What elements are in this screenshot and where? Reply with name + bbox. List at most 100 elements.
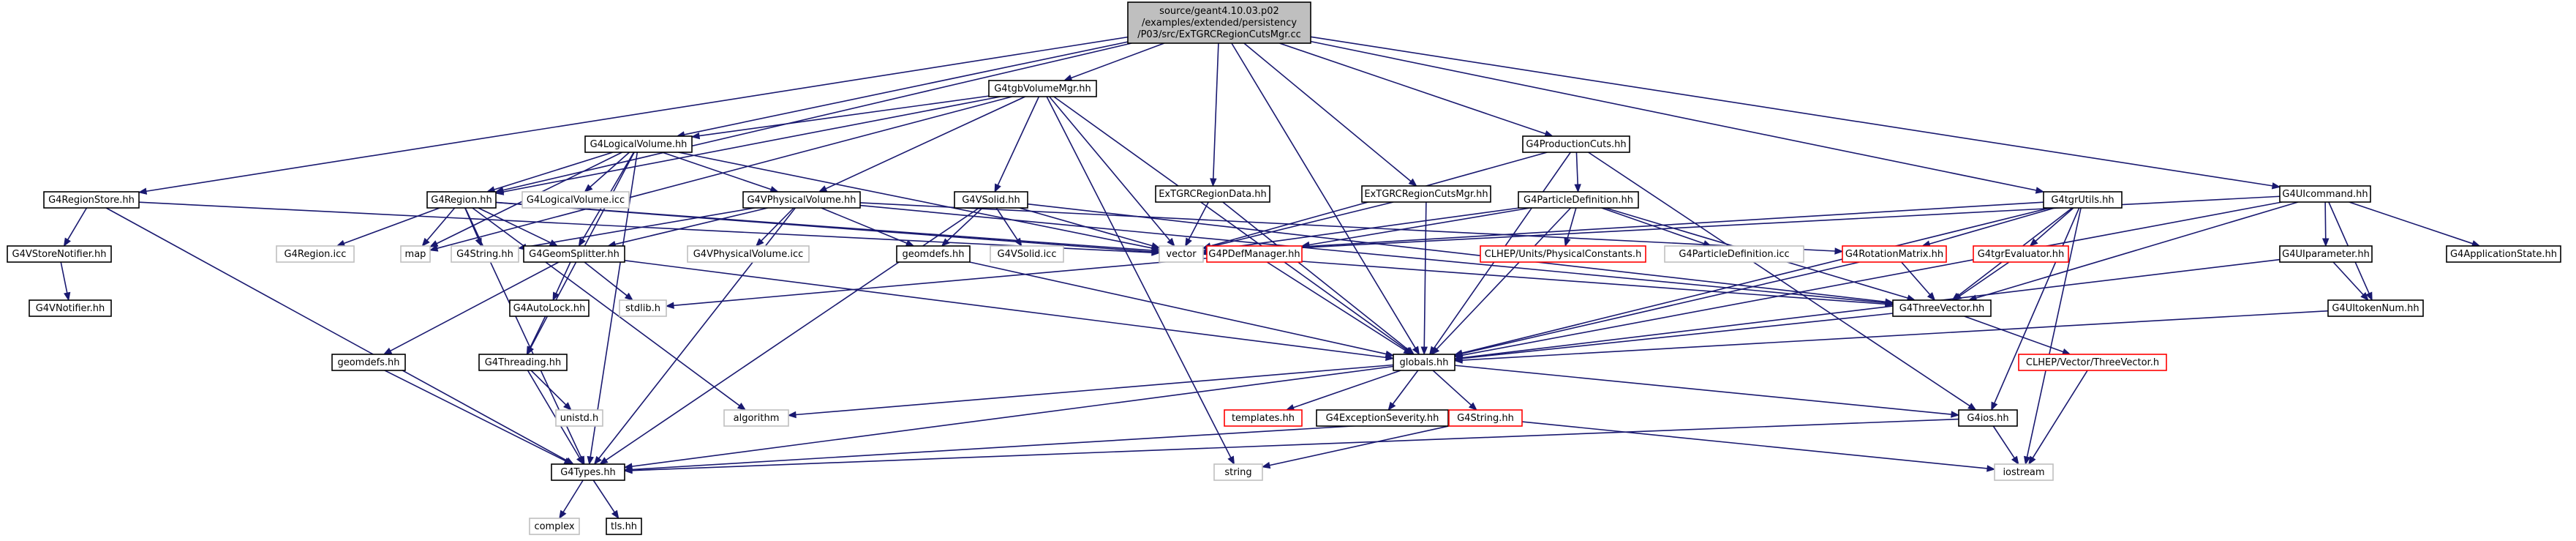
node-extgrcregiondata[interactable]: ExTGRCRegionData.hh xyxy=(1155,185,1270,203)
edge-line xyxy=(1308,207,1531,246)
node-g4region[interactable]: G4Region.hh xyxy=(426,191,497,209)
edge-arrowhead xyxy=(1167,237,1175,247)
node-g4pdefmanager[interactable]: G4PDefManager.hh xyxy=(1206,245,1303,263)
include-edge xyxy=(690,95,990,140)
edge-line xyxy=(1521,421,1988,469)
edge-arrowhead xyxy=(2321,238,2330,247)
node-root[interactable]: source/geant4.10.03.p02/examples/extende… xyxy=(1127,1,1311,44)
node-g4string2[interactable]: G4String.hh xyxy=(1448,409,1523,427)
include-edge xyxy=(821,207,915,247)
edge-arrowhead xyxy=(1150,242,1161,250)
node-label: G4Region.hh xyxy=(431,195,492,206)
node-g4uicommand[interactable]: G4UIcommand.hh xyxy=(2279,185,2371,203)
edge-line xyxy=(1432,370,1472,406)
include-edge xyxy=(1063,42,1165,81)
node-extgrcregioncutsmgrhh[interactable]: ExTGRCRegionCutsMgr.hh xyxy=(1361,185,1491,203)
edge-line xyxy=(678,152,1153,249)
node-box xyxy=(1155,185,1270,203)
node-label: G4UItokenNum.hh xyxy=(2332,303,2419,314)
node-label: G4RegionStore.hh xyxy=(48,195,135,206)
node-g4vsolid[interactable]: G4VSolid.hh xyxy=(954,191,1028,209)
node-label: G4Threading.hh xyxy=(485,357,562,368)
node-geomdefs2[interactable]: geomdefs.hh xyxy=(331,354,406,371)
node-g4rotationmatrix[interactable]: G4RotationMatrix.hh xyxy=(1842,245,1947,263)
node-box xyxy=(990,245,1064,263)
node-g4logicalvolume[interactable]: G4LogicalVolume.hh xyxy=(584,135,693,153)
node-label: G4VSolid.icc xyxy=(998,249,1057,260)
include-edge xyxy=(1231,42,1420,356)
include-edge xyxy=(755,207,794,247)
node-label: G4UIparameter.hh xyxy=(2282,249,2370,260)
node-label: G4UIcommand.hh xyxy=(2282,189,2368,200)
edge-arrowhead xyxy=(64,291,71,302)
include-edge xyxy=(592,480,619,520)
edge-arrowhead xyxy=(599,457,609,465)
edge-arrowhead xyxy=(563,402,572,411)
node-box xyxy=(1361,185,1491,203)
edge-line xyxy=(1210,201,2044,253)
node-label: G4VNotifier.hh xyxy=(36,303,105,314)
node-geomdefs1[interactable]: geomdefs.hh xyxy=(896,245,971,263)
node-g4threading[interactable]: G4Threading.hh xyxy=(478,354,568,371)
node-g4autolock[interactable]: G4AutoLock.hh xyxy=(509,299,590,317)
edge-arrowhead xyxy=(1951,411,1960,418)
edge-line xyxy=(530,370,567,406)
node-g4geomsplitter[interactable]: G4GeomSplitter.hh xyxy=(523,245,625,263)
edge-line xyxy=(997,96,1040,186)
node-label: G4LogicalVolume.icc xyxy=(527,195,625,206)
node-clhep-units[interactable]: CLHEP/Units/PhysicalConstants.h xyxy=(1480,245,1646,263)
node-g4uitokennum[interactable]: G4UItokenNum.hh xyxy=(2327,299,2424,317)
node-box xyxy=(896,245,971,263)
edge-line xyxy=(1992,425,2015,459)
edge-arrowhead xyxy=(1468,402,1477,411)
node-g4regionstore[interactable]: G4RegionStore.hh xyxy=(43,191,140,209)
node-g4vnotifier[interactable]: G4VNotifier.hh xyxy=(29,299,112,317)
edge-line xyxy=(426,207,456,241)
include-edge xyxy=(552,261,571,302)
edge-line xyxy=(1423,201,1427,348)
include-edge xyxy=(1279,42,1553,138)
edge-arrowhead xyxy=(383,347,393,355)
include-edge xyxy=(665,257,1208,309)
node-g4tgrevaluator[interactable]: G4tgrEvaluator.hh xyxy=(1973,245,2069,263)
edge-arrowhead xyxy=(1986,465,1996,472)
node-g4vphysicalvolume-icc: G4VPhysicalVolume.icc xyxy=(687,245,810,263)
node-box xyxy=(1316,409,1449,427)
edge-arrowhead xyxy=(587,455,594,466)
node-label: geomdefs.hh xyxy=(902,249,964,260)
include-edge xyxy=(1901,261,1936,302)
node-box xyxy=(2327,299,2424,317)
node-g4threevector[interactable]: G4ThreeVector.hh xyxy=(1892,299,1992,317)
node-g4gdbvolumemgr[interactable]: G4tgbVolumeMgr.hh xyxy=(988,80,1097,97)
include-edge xyxy=(530,370,572,411)
node-templates[interactable]: templates.hh xyxy=(1224,409,1303,427)
edge-line xyxy=(684,41,1129,135)
node-label: G4Types.hh xyxy=(560,467,616,478)
node-g4types[interactable]: G4Types.hh xyxy=(551,463,625,481)
edge-line xyxy=(1976,201,2299,299)
node-g4productioncuts[interactable]: G4ProductionCuts.hh xyxy=(1522,135,1630,153)
node-g4tgrutils[interactable]: G4tgrUtils.hh xyxy=(2043,191,2123,209)
node-label: CLHEP/Units/PhysicalConstants.h xyxy=(1485,249,1642,260)
node-globals[interactable]: globals.hh xyxy=(1393,354,1455,371)
node-g4vstorenotifier[interactable]: G4VStoreNotifier.hh xyxy=(7,245,112,263)
node-g4uiparameter[interactable]: G4UIparameter.hh xyxy=(2279,245,2373,263)
node-g4vphysicalvolume[interactable]: G4VPhysicalVolume.hh xyxy=(742,191,861,209)
edge-line xyxy=(1266,261,1406,351)
node-box xyxy=(1480,245,1646,263)
node-g4ios[interactable]: G4ios.hh xyxy=(1958,409,2018,427)
node-g4applicationstate[interactable]: G4ApplicationState.hh xyxy=(2446,245,2561,263)
edge-line xyxy=(1188,201,1209,240)
node-box xyxy=(478,354,568,371)
edge-line xyxy=(592,480,615,513)
node-label: G4tgrUtils.hh xyxy=(2051,195,2114,206)
edge-arrowhead xyxy=(1014,237,1023,247)
node-box xyxy=(2018,354,2167,371)
include-edge xyxy=(63,207,88,247)
include-edge xyxy=(1991,207,2080,411)
node-g4particledefinition[interactable]: G4ParticleDefinition.hh xyxy=(1518,191,1639,209)
node-clhep-vector[interactable]: CLHEP/Vector/ThreeVector.h xyxy=(2018,354,2167,371)
node-tls[interactable]: tls.hh xyxy=(606,518,642,535)
node-g4exceptionseverity[interactable]: G4ExceptionSeverity.hh xyxy=(1316,409,1449,427)
